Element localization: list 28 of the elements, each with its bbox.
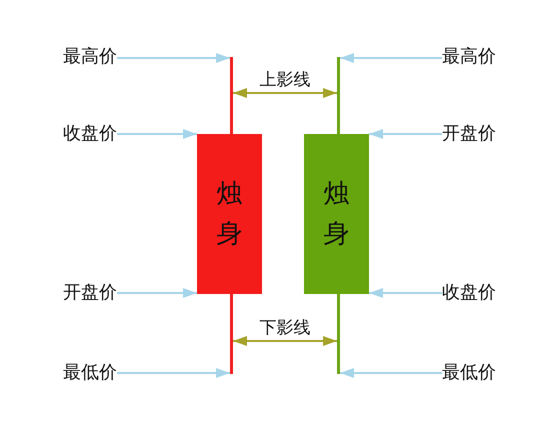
candle-body bbox=[197, 134, 262, 294]
price-label: 最低价 bbox=[442, 362, 496, 384]
candle-body bbox=[304, 134, 369, 294]
price-label: 开盘价 bbox=[442, 123, 496, 145]
upper-wick bbox=[337, 57, 340, 134]
price-label: 收盘价 bbox=[442, 282, 496, 304]
price-label: 收盘价 bbox=[63, 123, 117, 145]
leader-line bbox=[369, 129, 442, 139]
leader-line bbox=[340, 53, 442, 63]
lower-wick bbox=[230, 294, 233, 374]
double-arrow bbox=[233, 88, 337, 98]
leader-line bbox=[117, 368, 230, 378]
body-label: 烛身 bbox=[322, 178, 350, 251]
leader-line bbox=[340, 368, 442, 378]
leader-line bbox=[117, 53, 230, 63]
double-arrow bbox=[233, 336, 337, 346]
leader-line bbox=[117, 288, 197, 298]
edge-label: 下影线 bbox=[258, 318, 312, 338]
upper-wick bbox=[230, 57, 233, 134]
leader-line bbox=[369, 288, 442, 298]
body-label: 烛身 bbox=[216, 178, 244, 251]
leader-line bbox=[117, 129, 197, 139]
price-label: 最高价 bbox=[442, 46, 496, 68]
lower-wick bbox=[337, 294, 340, 374]
edge-label: 上影线 bbox=[258, 70, 312, 90]
price-label: 最低价 bbox=[63, 362, 117, 384]
price-label: 开盘价 bbox=[63, 282, 117, 304]
price-label: 最高价 bbox=[63, 46, 117, 68]
